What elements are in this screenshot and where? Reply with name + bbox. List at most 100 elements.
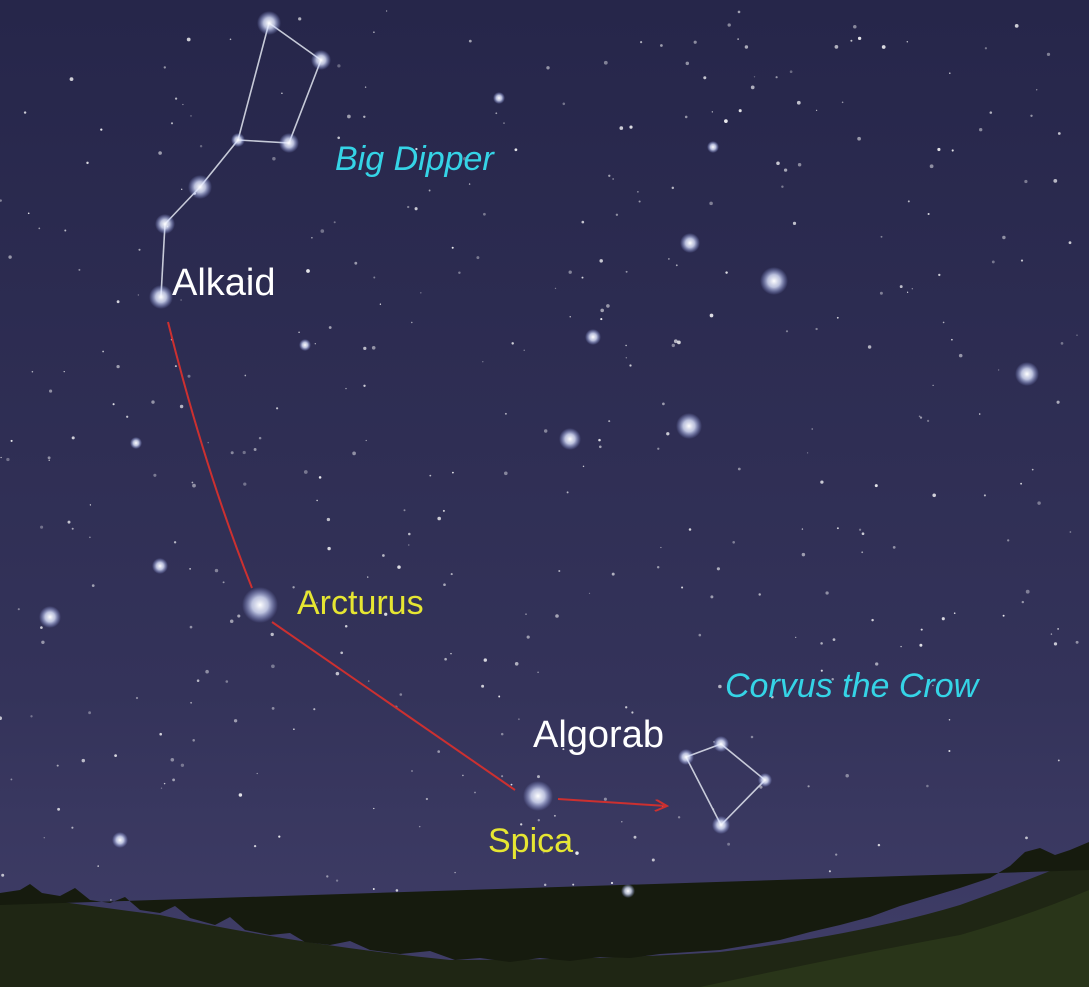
faint-star: [306, 269, 310, 273]
faint-star: [906, 291, 909, 293]
faint-star: [581, 276, 584, 279]
faint-star: [335, 671, 340, 676]
faint-star: [750, 735, 754, 739]
faint-star: [525, 613, 527, 615]
faint-star: [437, 750, 441, 753]
faint-star: [815, 327, 818, 331]
faint-star: [1025, 589, 1030, 594]
faint-star: [233, 719, 238, 723]
faint-star: [1053, 179, 1058, 183]
faint-star: [781, 185, 784, 188]
faint-star: [1069, 531, 1072, 533]
faint-star: [919, 643, 923, 647]
faint-star: [958, 353, 963, 358]
faint-star: [1020, 482, 1022, 485]
faint-star: [546, 66, 550, 70]
faint-star: [303, 470, 308, 474]
faint-star: [511, 342, 514, 345]
faint-star: [932, 384, 934, 387]
faint-star: [656, 565, 660, 569]
faint-star: [750, 85, 755, 90]
faint-star: [785, 330, 789, 333]
faint-star: [126, 415, 129, 418]
faint-star: [1057, 759, 1060, 762]
faint-star: [875, 662, 879, 666]
faint-star: [363, 346, 367, 351]
faint-star: [247, 277, 251, 280]
faint-star: [316, 601, 318, 604]
faint-star: [831, 677, 834, 681]
faint-star: [281, 92, 283, 95]
faint-star: [180, 763, 185, 767]
faint-star: [6, 457, 10, 462]
faint-star: [189, 568, 191, 570]
faint-star: [253, 448, 257, 451]
map-labels: Big Dipper Alkaid Arcturus Corvus the Cr…: [172, 140, 981, 860]
faint-star: [711, 111, 713, 113]
faint-star: [926, 419, 930, 423]
faint-star: [1025, 836, 1028, 840]
faint-star: [170, 122, 174, 125]
faint-star: [207, 441, 209, 444]
faint-star: [941, 617, 945, 621]
faint-star: [47, 456, 51, 460]
faint-star: [668, 258, 670, 260]
faint-star: [242, 450, 246, 455]
faint-star: [657, 447, 660, 450]
faint-star: [562, 102, 566, 106]
faint-star: [159, 732, 162, 736]
alkaid-label: Alkaid: [172, 262, 276, 304]
faint-star: [906, 41, 909, 43]
faint-star: [385, 10, 388, 12]
faint-star: [382, 554, 385, 557]
faint-star: [293, 728, 295, 730]
field-star: [680, 233, 700, 253]
faint-star: [510, 783, 513, 786]
corvus-label: Corvus the Crow: [725, 667, 981, 705]
faint-star: [562, 748, 565, 751]
faint-star: [918, 415, 921, 418]
faint-star: [989, 111, 993, 114]
faint-star: [214, 568, 219, 573]
faint-star: [314, 343, 316, 345]
faint-star: [78, 268, 81, 271]
faint-star: [710, 595, 714, 599]
faint-star: [919, 416, 923, 419]
faint-star: [727, 23, 731, 27]
faint-star: [801, 552, 806, 557]
faint-star: [834, 45, 839, 49]
faint-star: [347, 114, 351, 119]
faint-star: [675, 264, 678, 267]
faint-star: [796, 100, 801, 105]
faint-star: [558, 569, 561, 573]
faint-star: [693, 40, 697, 44]
foreground-grass: [700, 890, 1089, 987]
faint-star: [408, 532, 411, 536]
faint-star: [225, 680, 229, 683]
faint-star: [517, 718, 520, 721]
faint-star: [0, 199, 2, 202]
faint-star: [1007, 539, 1010, 542]
faint-star: [951, 149, 954, 152]
faint-star: [384, 612, 388, 616]
faint-star: [89, 504, 92, 506]
faint-star: [1002, 235, 1006, 240]
faint-star: [671, 343, 675, 348]
faint-star: [638, 200, 641, 203]
faint-star: [40, 626, 43, 629]
field-star: [707, 141, 719, 153]
faint-star: [1056, 400, 1060, 404]
faint-star: [174, 365, 177, 368]
faint-star: [997, 369, 1000, 371]
faint-star: [926, 784, 929, 788]
faint-star: [10, 778, 13, 781]
field-star: [493, 92, 505, 104]
faint-star: [138, 248, 141, 251]
faint-star: [629, 125, 633, 129]
faint-star: [1002, 614, 1005, 617]
faint-star: [196, 679, 200, 682]
faint-star: [397, 565, 401, 569]
faint-star: [568, 270, 572, 274]
faint-star: [857, 136, 861, 141]
faint-star: [71, 527, 74, 530]
